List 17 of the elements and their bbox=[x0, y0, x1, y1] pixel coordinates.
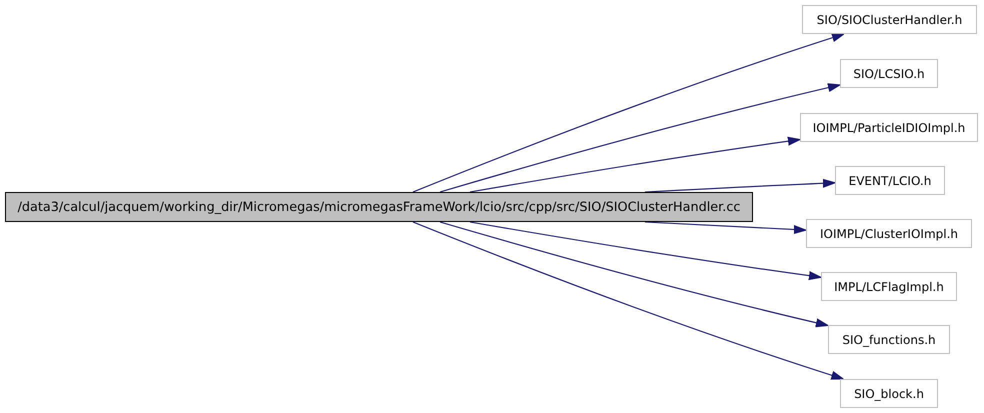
header-file-box: IOIMPL/ParticleIDIOImpl.h bbox=[800, 113, 978, 142]
arrow bbox=[412, 33, 844, 193]
header-file-box: SIO/SIOClusterHandler.h bbox=[802, 5, 977, 34]
header-file-box: IMPL/LCFlagImpl.h bbox=[821, 272, 957, 301]
header-file-box: IOIMPL/ClusterIOImpl.h bbox=[806, 219, 972, 248]
header-file-box: SIO/LCSIO.h bbox=[840, 59, 938, 88]
arrow bbox=[440, 221, 828, 328]
arrow bbox=[644, 221, 806, 234]
arrow bbox=[440, 83, 840, 193]
arrow bbox=[470, 221, 822, 280]
header-file-box: EVENT/LCIO.h bbox=[835, 166, 945, 195]
arrow bbox=[644, 178, 836, 193]
header-file-box: SIO_functions.h bbox=[828, 325, 950, 354]
arrow bbox=[470, 136, 800, 193]
header-file-box: SIO_block.h bbox=[840, 379, 938, 408]
arrow bbox=[412, 221, 844, 380]
source-file-box: /data3/calcul/jacquem/working_dir/Micromegas/micromegasFrameWork/lcio/src/cpp/src/SIO/SIOClusterHandler.cc bbox=[5, 192, 753, 222]
